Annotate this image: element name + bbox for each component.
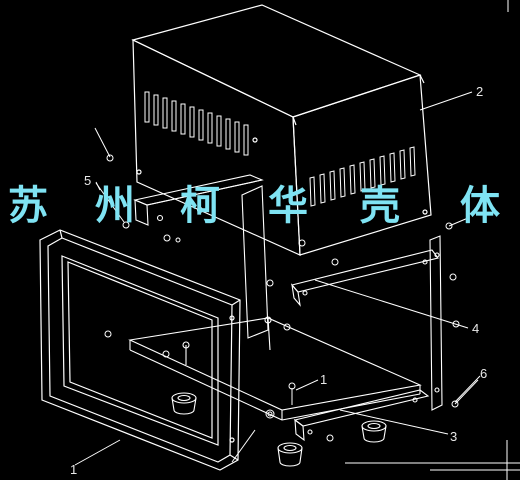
screw bbox=[162, 350, 170, 358]
corner-guides bbox=[345, 0, 520, 480]
screw bbox=[451, 379, 479, 408]
screw bbox=[298, 239, 339, 266]
watermark-char: 体 bbox=[460, 182, 500, 229]
screw bbox=[265, 409, 275, 419]
foot-center bbox=[277, 442, 303, 467]
watermark-char: 苏 bbox=[8, 182, 48, 229]
foot-right bbox=[361, 420, 387, 443]
front-bezel-frame bbox=[39, 229, 241, 471]
screw bbox=[266, 279, 291, 331]
screw bbox=[104, 330, 112, 338]
screws bbox=[94, 127, 479, 442]
foot-left bbox=[171, 392, 197, 415]
screw bbox=[95, 182, 130, 229]
screw bbox=[326, 434, 334, 442]
callout-part-2-cover: 2 bbox=[476, 84, 483, 99]
inner-chassis bbox=[128, 185, 443, 421]
watermark-char: 壳 bbox=[360, 182, 400, 229]
screw bbox=[94, 127, 114, 162]
callout-part-1-screw: 1 bbox=[320, 372, 327, 387]
callout-part-1-frame: 1 bbox=[70, 462, 77, 477]
screw bbox=[452, 320, 460, 328]
callout-part-5-screw: 5 bbox=[84, 173, 91, 188]
watermark-char: 州 bbox=[95, 182, 135, 229]
callout-part-3-bracket: 3 bbox=[450, 429, 457, 444]
bottom-bracket bbox=[293, 389, 430, 442]
watermark-char: 华 bbox=[268, 182, 308, 229]
watermark-char: 柯 bbox=[180, 182, 220, 229]
screw bbox=[445, 217, 469, 230]
callout-part-6-screw: 6 bbox=[480, 366, 487, 381]
screw bbox=[449, 273, 457, 281]
screw bbox=[163, 234, 181, 243]
leader-lines bbox=[74, 91, 481, 466]
top-cover bbox=[131, 4, 432, 256]
callout-part-4-rail: 4 bbox=[472, 321, 479, 336]
screw bbox=[288, 382, 296, 405]
upper-rail-left bbox=[133, 174, 264, 226]
side-rail-right bbox=[291, 249, 439, 307]
